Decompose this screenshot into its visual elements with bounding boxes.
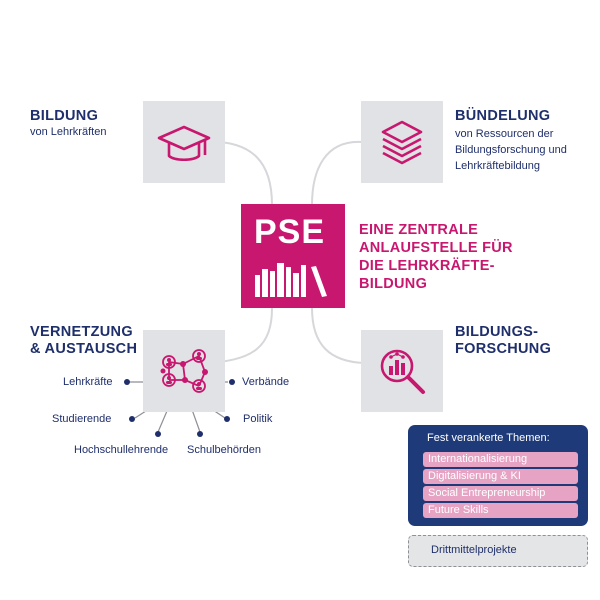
node-label-studierende: Studierende [52,413,112,425]
forschung-title-line: FORSCHUNG [455,341,552,357]
bildung-title: BILDUNG [30,108,99,124]
forschung-title-line: BILDUNGS- [455,324,539,340]
node-label-schulbehoerden: Schulbehörden [187,444,262,456]
pse-tagline-line: DIE LEHRKRÄFTE- [359,258,495,274]
books-icon [255,263,327,297]
node-label-lehrkraefte: Lehrkräfte [63,376,113,388]
node-label-politik: Politik [243,413,273,425]
bildung-icon-box [143,101,225,183]
vernetzung-title-line: & AUSTAUSCH [30,341,138,357]
vernetzung-title: VERNETZUNG & AUSTAUSCH [30,324,137,358]
node-dot [155,431,161,437]
network-people-icon [160,349,208,393]
theme-item: Internationalisierung [423,452,578,467]
connector-buendelung [311,140,363,206]
theme-item: Social Entrepreneurship [423,486,578,501]
buendelung-line: von Ressourcen der [455,128,554,140]
buendelung-text: von Ressourcen der Bildungsforschung und… [455,126,567,174]
node-dot [229,379,235,385]
buendelung-title: BÜNDELUNG [455,108,551,124]
pse-tagline-line: BILDUNG [359,276,428,292]
forschung-title: BILDUNGS- FORSCHUNG [455,324,551,358]
vernetzung-icon-box [143,330,225,412]
node-dot [224,416,230,422]
magnifier-chart-icon [380,349,425,394]
bildung-subtitle: von Lehrkräften [30,126,107,138]
connector-forschung [311,307,366,364]
themes-title: Fest verankerte Themen: [427,432,550,444]
drittmittel-label: Drittmittelprojekte [431,544,517,556]
node-label-hochschullehrende: Hochschullehrende [74,444,169,456]
graduation-cap-icon [157,125,211,162]
buendelung-line: Lehrkräftebildung [455,160,541,172]
drittmittel-box: Drittmittelprojekte [408,535,588,567]
buendelung-line: Bildungsforschung und [455,144,567,156]
theme-item: Digitalisierung & KI [423,469,578,484]
pse-box: PSE [241,204,345,308]
forschung-icon-box [361,330,443,412]
pse-tagline: EINE ZENTRALE ANLAUFSTELLE FÜR DIE LEHRK… [359,221,513,293]
vernetzung-title-line: VERNETZUNG [30,324,133,340]
node-dot [129,416,135,422]
pse-tagline-line: EINE ZENTRALE [359,222,479,238]
buendelung-icon-box [361,101,443,183]
pse-tagline-line: ANLAUFSTELLE FÜR [359,240,513,256]
pse-acronym: PSE [254,213,326,251]
node-dot [197,431,203,437]
theme-item: Future Skills [423,503,578,518]
node-label-verbaende: Verbände [242,376,290,388]
themes-panel: Fest verankerte Themen: Internationalisi… [408,425,588,526]
node-dot [124,379,130,385]
layers-icon [381,120,423,165]
